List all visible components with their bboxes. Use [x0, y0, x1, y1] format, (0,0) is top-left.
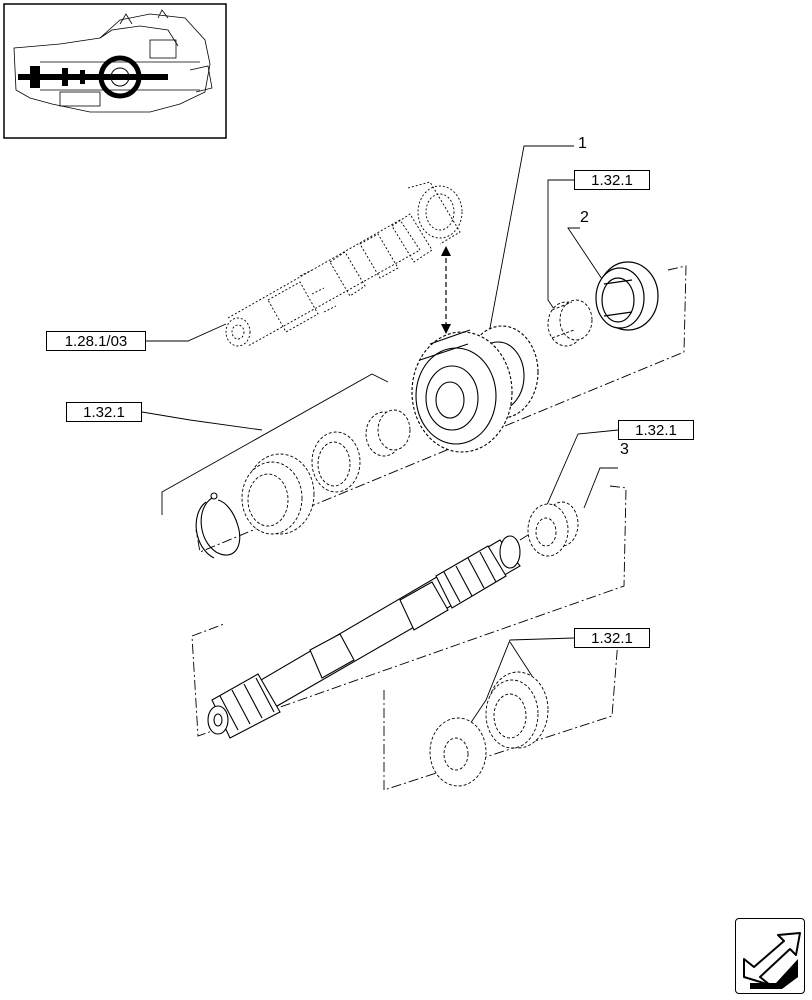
- callout-item-3: 3: [620, 441, 629, 458]
- assembly-arrow-up-icon: [441, 246, 451, 256]
- transmission-housing-sketch: [13, 9, 213, 113]
- bearing-ring-item-2: [595, 261, 659, 331]
- needle-bearing-upper: [547, 299, 593, 347]
- bottom-bearing-gear: [429, 671, 549, 787]
- next-page-button[interactable]: [735, 918, 805, 994]
- small-gear-item-3: [527, 501, 579, 557]
- callout-item-1: 1: [578, 135, 587, 152]
- reference-label-top[interactable]: 1.32.1: [574, 170, 650, 190]
- reference-label-input-shaft[interactable]: 1.28.1/03: [46, 331, 146, 351]
- left-bearing-stack: [241, 409, 411, 535]
- assembly-arrow-down-icon: [441, 324, 451, 334]
- reference-label-mid[interactable]: 1.32.1: [618, 420, 694, 440]
- input-shaft-reference: [225, 181, 463, 347]
- next-page-arrow-icon: [743, 932, 801, 989]
- circlip: [195, 492, 241, 559]
- reference-label-left-bearing[interactable]: 1.32.1: [66, 402, 142, 422]
- cluster-gear: [411, 325, 539, 453]
- tractor-transmission-thumbnail-icon: [18, 55, 168, 99]
- thumbnail-locator: [3, 3, 227, 139]
- reference-label-bottom[interactable]: 1.32.1: [574, 628, 650, 648]
- output-shaft: [207, 535, 521, 739]
- callout-item-2: 2: [580, 209, 589, 226]
